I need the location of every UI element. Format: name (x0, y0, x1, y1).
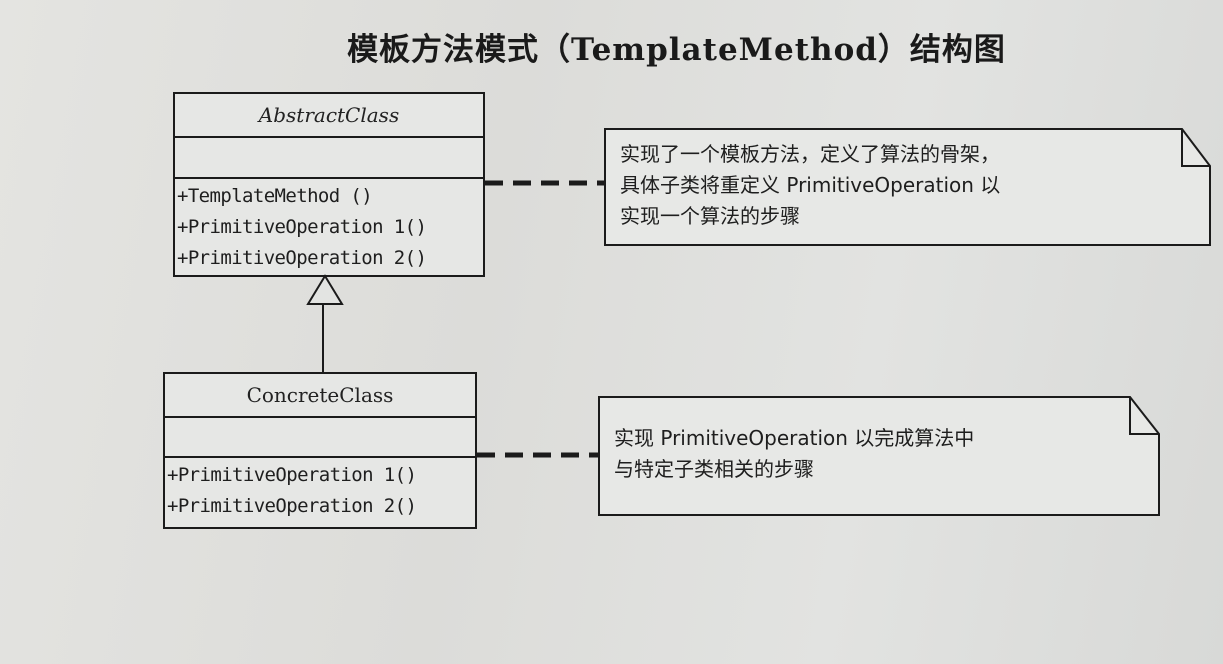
concrete-class-note: 实现 PrimitiveOperation 以完成算法中 与特定子类相关的步骤 (598, 396, 1161, 516)
abstract-class-note: 实现了一个模板方法，定义了算法的骨架， 具体子类将重定义 PrimitiveOp… (604, 128, 1212, 246)
concrete-note-link (477, 452, 598, 458)
operation-primitive-2: +PrimitiveOperation 2() (177, 247, 427, 269)
concrete-class-name: ConcreteClass (246, 383, 394, 407)
abstract-class-operations: +TemplateMethod () +PrimitiveOperation 1… (175, 177, 483, 274)
note-line: 与特定子类相关的步骤 (614, 457, 814, 481)
operation-template-method: +TemplateMethod () (177, 185, 373, 207)
concrete-class-box[interactable]: ConcreteClass +PrimitiveOperation 1() +P… (163, 372, 477, 529)
diagram-title: 模板方法模式（TemplateMethod）结构图 (347, 32, 1006, 68)
hollow-triangle-icon (306, 274, 344, 305)
abstract-class-box[interactable]: AbstractClass +TemplateMethod () +Primit… (173, 92, 485, 277)
note-shape (604, 128, 1211, 246)
abstract-class-attributes (175, 136, 483, 177)
abstract-class-name: AbstractClass (258, 103, 400, 127)
operation-primitive-1: +PrimitiveOperation 1() (167, 464, 417, 486)
operation-primitive-1: +PrimitiveOperation 1() (177, 216, 427, 238)
concrete-class-attributes (165, 416, 475, 456)
note-line: 实现一个算法的步骤 (620, 204, 800, 228)
note-shape (598, 396, 1160, 516)
concrete-class-operations: +PrimitiveOperation 1() +PrimitiveOperat… (165, 456, 475, 522)
folded-corner-icon (1181, 129, 1210, 167)
folded-corner-icon (1129, 397, 1159, 435)
abstract-note-link (485, 180, 606, 186)
note-line: 实现 PrimitiveOperation 以完成算法中 (614, 426, 975, 450)
note-line: 具体子类将重定义 PrimitiveOperation 以 (620, 173, 1001, 197)
note-line: 实现了一个模板方法，定义了算法的骨架， (620, 142, 1000, 166)
operation-primitive-2: +PrimitiveOperation 2() (167, 495, 417, 517)
generalization-arrow (306, 274, 344, 375)
